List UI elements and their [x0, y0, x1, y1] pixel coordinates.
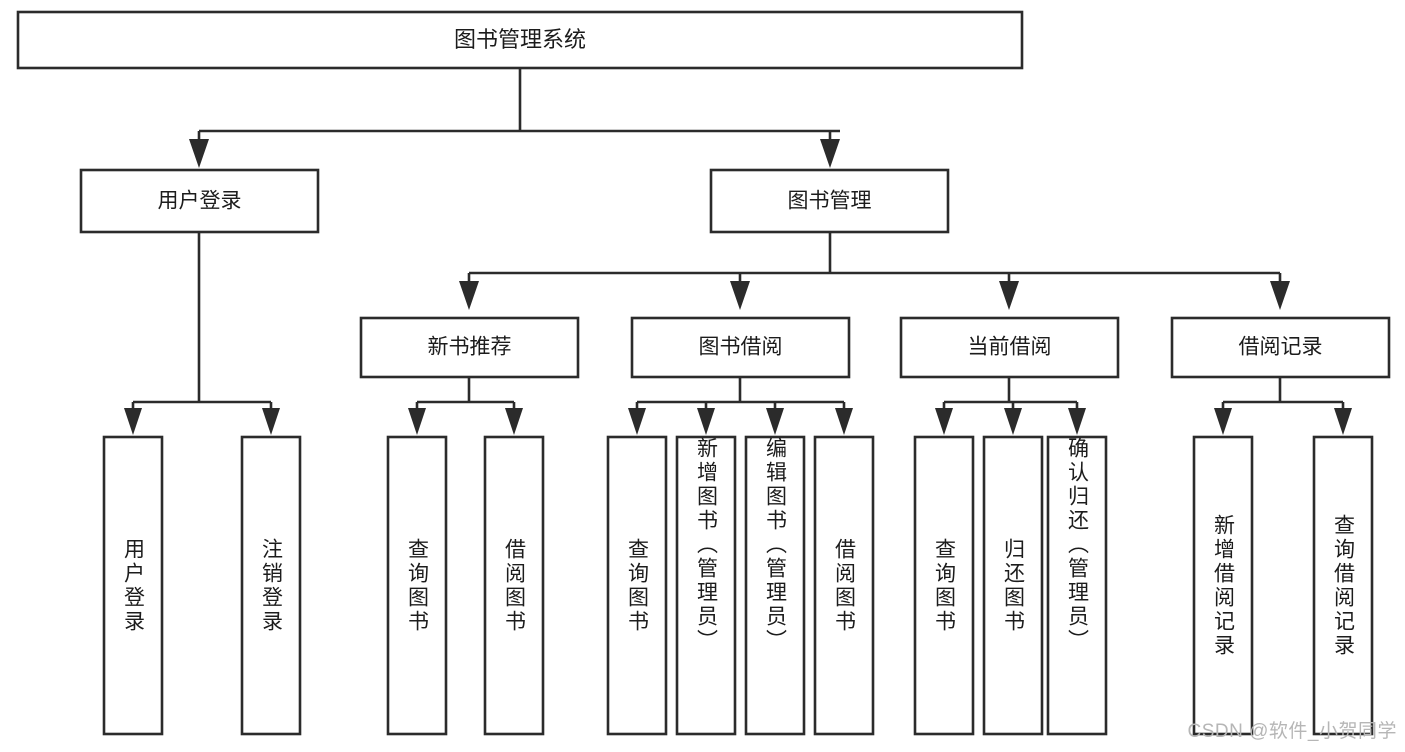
arrow-head-book-management — [820, 139, 840, 168]
node-leaf-return-book[interactable] — [982, 435, 1044, 736]
node-leaf-query-record[interactable] — [1312, 435, 1374, 736]
node-leaf-confirm-return[interactable] — [1046, 435, 1108, 736]
node-new-book-recommend[interactable]: 新书推荐 — [359, 316, 580, 379]
node-leaf-add-record[interactable] — [1192, 435, 1254, 736]
arrow-head-leaf-logout — [262, 408, 280, 435]
arrow-head-book-borrow — [730, 281, 750, 310]
node-leaf-borrow-book-1[interactable] — [483, 435, 545, 736]
node-user-login[interactable]: 用户登录 — [79, 168, 320, 234]
connector-user-login-to-leaves — [131, 232, 273, 408]
arrow-head-leaf-query-book-1 — [408, 408, 426, 435]
arrow-head-leaf-add-book — [697, 408, 715, 435]
arrow-head-current-borrow — [999, 281, 1019, 310]
node-leaf-query-book-3[interactable] — [913, 435, 975, 736]
node-book-borrow[interactable]: 图书借阅 — [630, 316, 851, 379]
node-leaf-user-login[interactable] — [102, 435, 164, 736]
connector-book-management-to-level3 — [467, 232, 1282, 281]
arrow-head-new-book-rec — [459, 281, 479, 310]
node-root-system-label: 图书管理系统 — [454, 27, 586, 52]
node-new-book-recommend-label: 新书推荐 — [428, 336, 512, 359]
connector-book-borrow-to-leaves — [635, 377, 846, 408]
watermark-text: CSDN @软件_小贺同学 — [1187, 721, 1397, 742]
node-book-management-label: 图书管理 — [788, 190, 872, 213]
arrow-head-leaf-query-record — [1334, 408, 1352, 435]
node-borrow-record-label: 借阅记录 — [1239, 336, 1323, 359]
connector-root-to-level2 — [197, 68, 840, 139]
node-book-borrow-label: 图书借阅 — [699, 336, 783, 359]
arrow-head-leaf-return-book — [1004, 408, 1022, 435]
arrow-head-leaf-confirm-return — [1068, 408, 1086, 435]
node-leaf-edit-book[interactable] — [744, 435, 806, 736]
node-leaf-logout[interactable] — [240, 435, 302, 736]
arrow-head-leaf-edit-book — [766, 408, 784, 435]
arrow-head-leaf-query-book-3 — [935, 408, 953, 435]
node-borrow-record[interactable]: 借阅记录 — [1170, 316, 1391, 379]
node-leaf-borrow-book-2[interactable] — [813, 435, 875, 736]
connector-new-book-rec-to-leaves — [415, 377, 516, 408]
node-book-management[interactable]: 图书管理 — [709, 168, 950, 234]
connector-borrow-record-to-leaves — [1221, 377, 1345, 408]
node-leaf-query-book-1[interactable] — [386, 435, 448, 736]
arrow-head-leaf-query-book-2 — [628, 408, 646, 435]
node-root-system[interactable]: 图书管理系统 — [16, 10, 1024, 70]
connector-current-borrow-to-leaves — [942, 377, 1079, 408]
arrow-head-user-login — [189, 139, 209, 168]
arrow-head-leaf-user-login — [124, 408, 142, 435]
node-user-login-label: 用户登录 — [158, 190, 242, 213]
arrow-head-leaf-add-record — [1214, 408, 1232, 435]
arrow-head-borrow-record — [1270, 281, 1290, 310]
arrow-head-leaf-borrow-book-2 — [835, 408, 853, 435]
node-leaf-add-book[interactable] — [675, 435, 737, 736]
node-current-borrow-label: 当前借阅 — [968, 336, 1052, 359]
node-leaf-query-book-2[interactable] — [606, 435, 668, 736]
arrow-head-leaf-borrow-book-1 — [505, 408, 523, 435]
node-current-borrow[interactable]: 当前借阅 — [899, 316, 1120, 379]
